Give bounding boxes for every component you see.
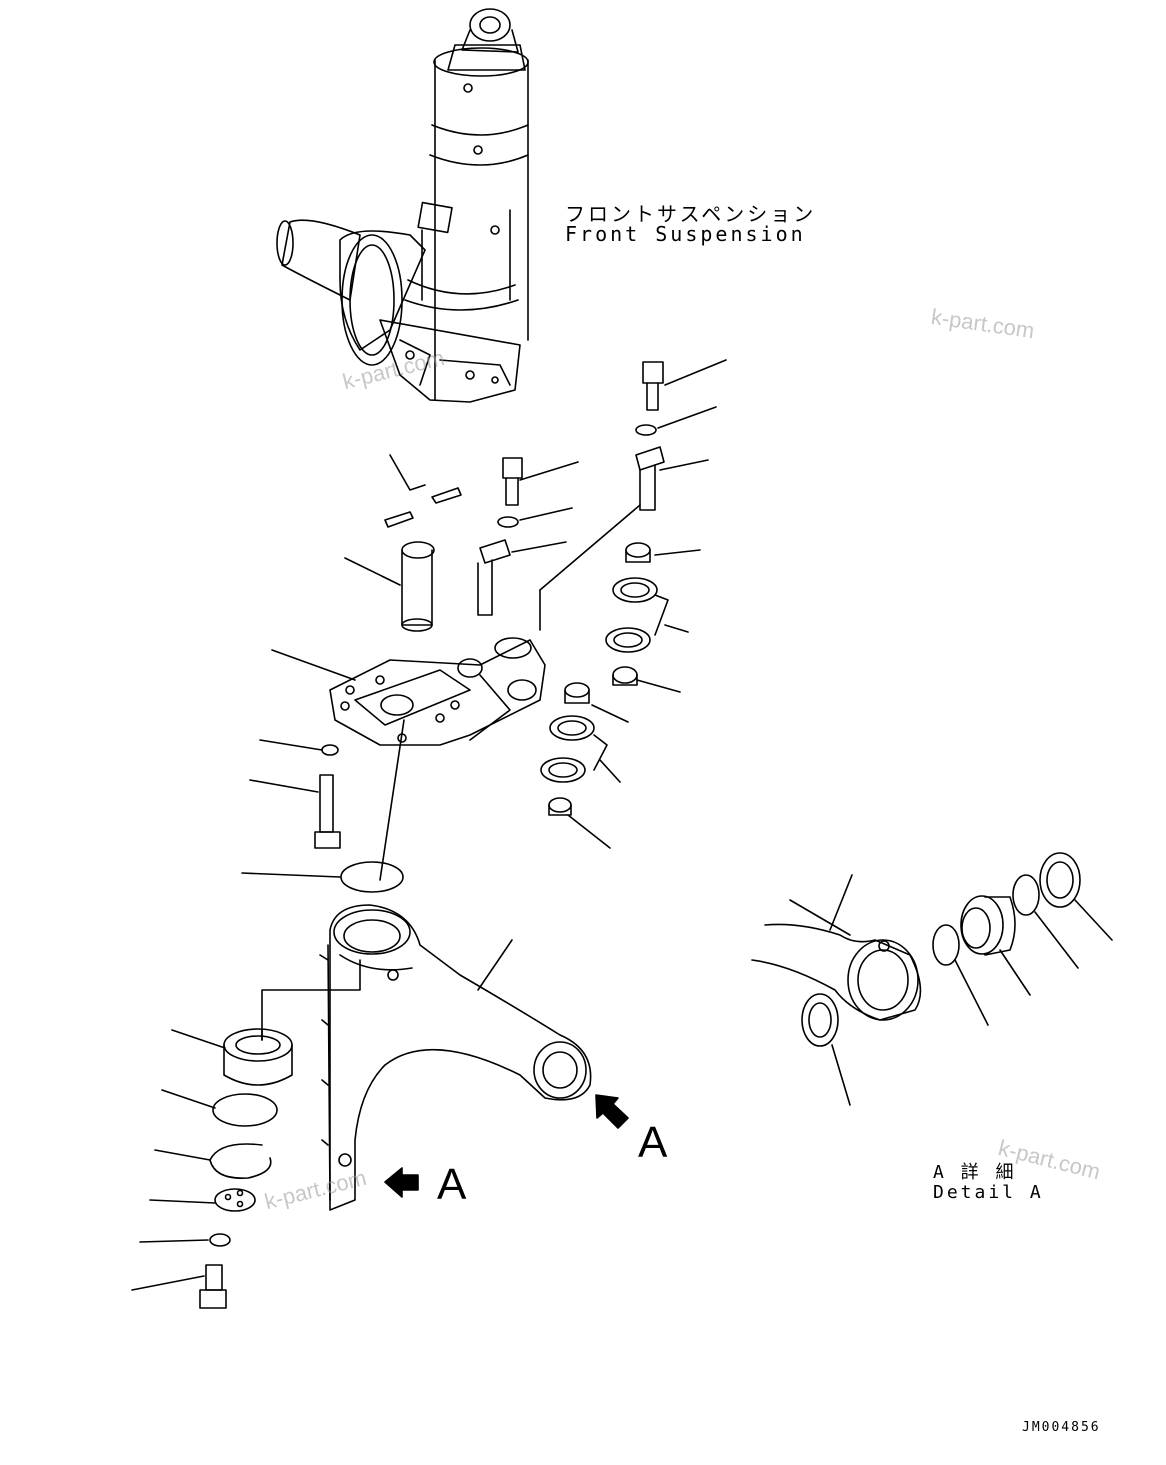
view-arrow-right [595, 1094, 629, 1129]
front-suspension-en-label: Front Suspension [565, 222, 806, 246]
detail-a-drawing [751, 852, 1113, 1106]
drawing-code: JM004856 [1022, 1420, 1101, 1435]
suspension-arm [261, 904, 592, 1211]
view-arrow-left [384, 1167, 419, 1198]
lower-left-parts [131, 1028, 293, 1309]
view-label-a-left: A [437, 1160, 467, 1209]
bracket-plate [249, 504, 641, 881]
o-ring [340, 861, 404, 893]
front-suspension-cylinder [276, 8, 529, 403]
detail-en-label: Detail A [933, 1182, 1044, 1203]
upper-bolts-and-pins [344, 359, 727, 632]
view-label-a-right: A [638, 1118, 668, 1167]
bushings-right [540, 542, 701, 849]
detail-jp-label: A 詳 細 [933, 1162, 1017, 1183]
front-suspension-jp-label: フロントサスペンション [565, 202, 817, 226]
